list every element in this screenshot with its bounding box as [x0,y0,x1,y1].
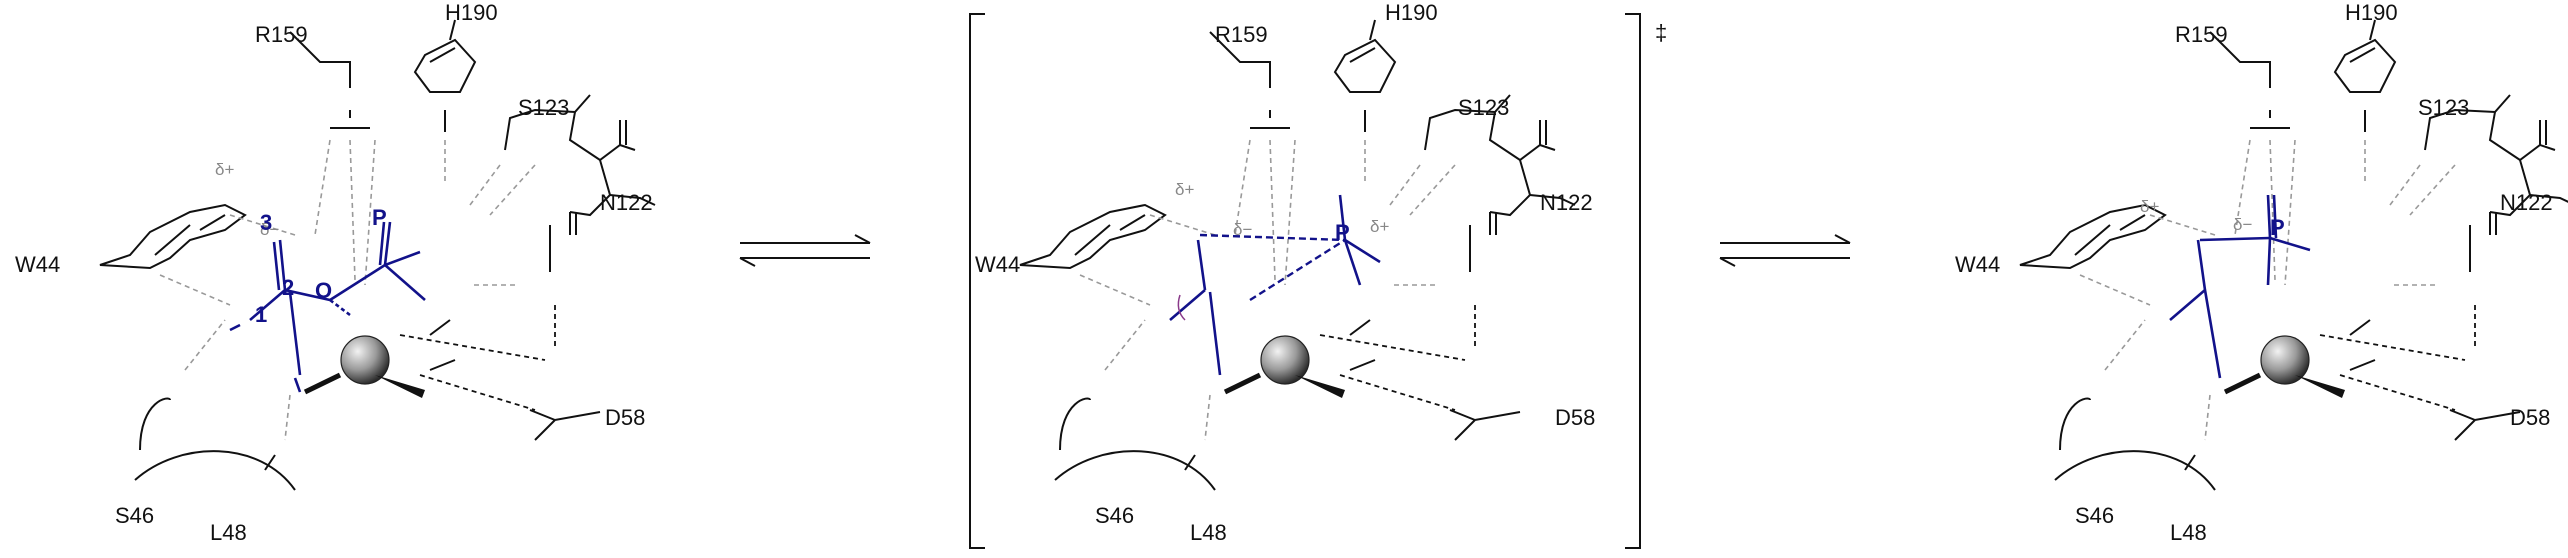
bridging-oxygen-1: O [315,278,332,303]
carbon-number-2-1: 2 [282,275,294,300]
delta-plus-3: δ+ [2140,197,2159,216]
residue-l48-3: L48 [2170,520,2207,545]
reactant-panel [100,20,655,490]
residue-s46-2: S46 [1095,503,1134,528]
equilibrium-arrow-1 [739,234,871,267]
residue-r159-2: R159 [1215,22,1268,47]
phosphorus-3: P [2270,215,2285,240]
delta-plus-1: δ+ [215,160,234,179]
residue-h190-1: H190 [445,0,498,25]
delta-plus-2b: δ+ [1370,217,1389,236]
transition-state-mark: ‡ [1655,20,1667,45]
residue-s123-2: S123 [1458,95,1509,120]
residue-s46-3: S46 [2075,503,2114,528]
phosphorus-2: P [1335,220,1350,245]
residue-w44-1: W44 [15,252,60,277]
equilibrium-arrow-2 [1719,234,1851,267]
carbon-number-1-1: 1 [255,302,267,327]
transition-state-panel [1020,20,1575,490]
phosphorus-1: P [372,205,387,230]
residue-l48-1: L48 [210,520,247,545]
residue-s123-1: S123 [518,95,569,120]
residue-d58-1: D58 [605,405,645,430]
residue-n122-3: N122 [2500,190,2553,215]
delta-minus-2: δ− [1233,220,1252,239]
carbon-number-3-1: 3 [260,210,272,235]
left-bracket [969,13,985,549]
residue-s46-1: S46 [115,503,154,528]
residue-r159-1: R159 [255,22,308,47]
residue-n122-2: N122 [1540,190,1593,215]
residue-l48-2: L48 [1190,520,1227,545]
delta-minus-1: δ− [260,220,279,239]
residue-w44-2: W44 [975,252,1020,277]
residue-s123-3: S123 [2418,95,2469,120]
delta-minus-3: δ− [2233,215,2252,234]
product-panel [2020,20,2568,490]
delta-plus-2: δ+ [1175,180,1194,199]
residue-d58-2: D58 [1555,405,1595,430]
right-bracket [1625,13,1641,549]
residue-d58-3: D58 [2510,405,2550,430]
residue-w44-3: W44 [1955,252,2000,277]
residue-h190-2: H190 [1385,0,1438,25]
residue-n122-1: N122 [600,190,653,215]
residue-h190-3: H190 [2345,0,2398,25]
residue-r159-3: R159 [2175,22,2228,47]
